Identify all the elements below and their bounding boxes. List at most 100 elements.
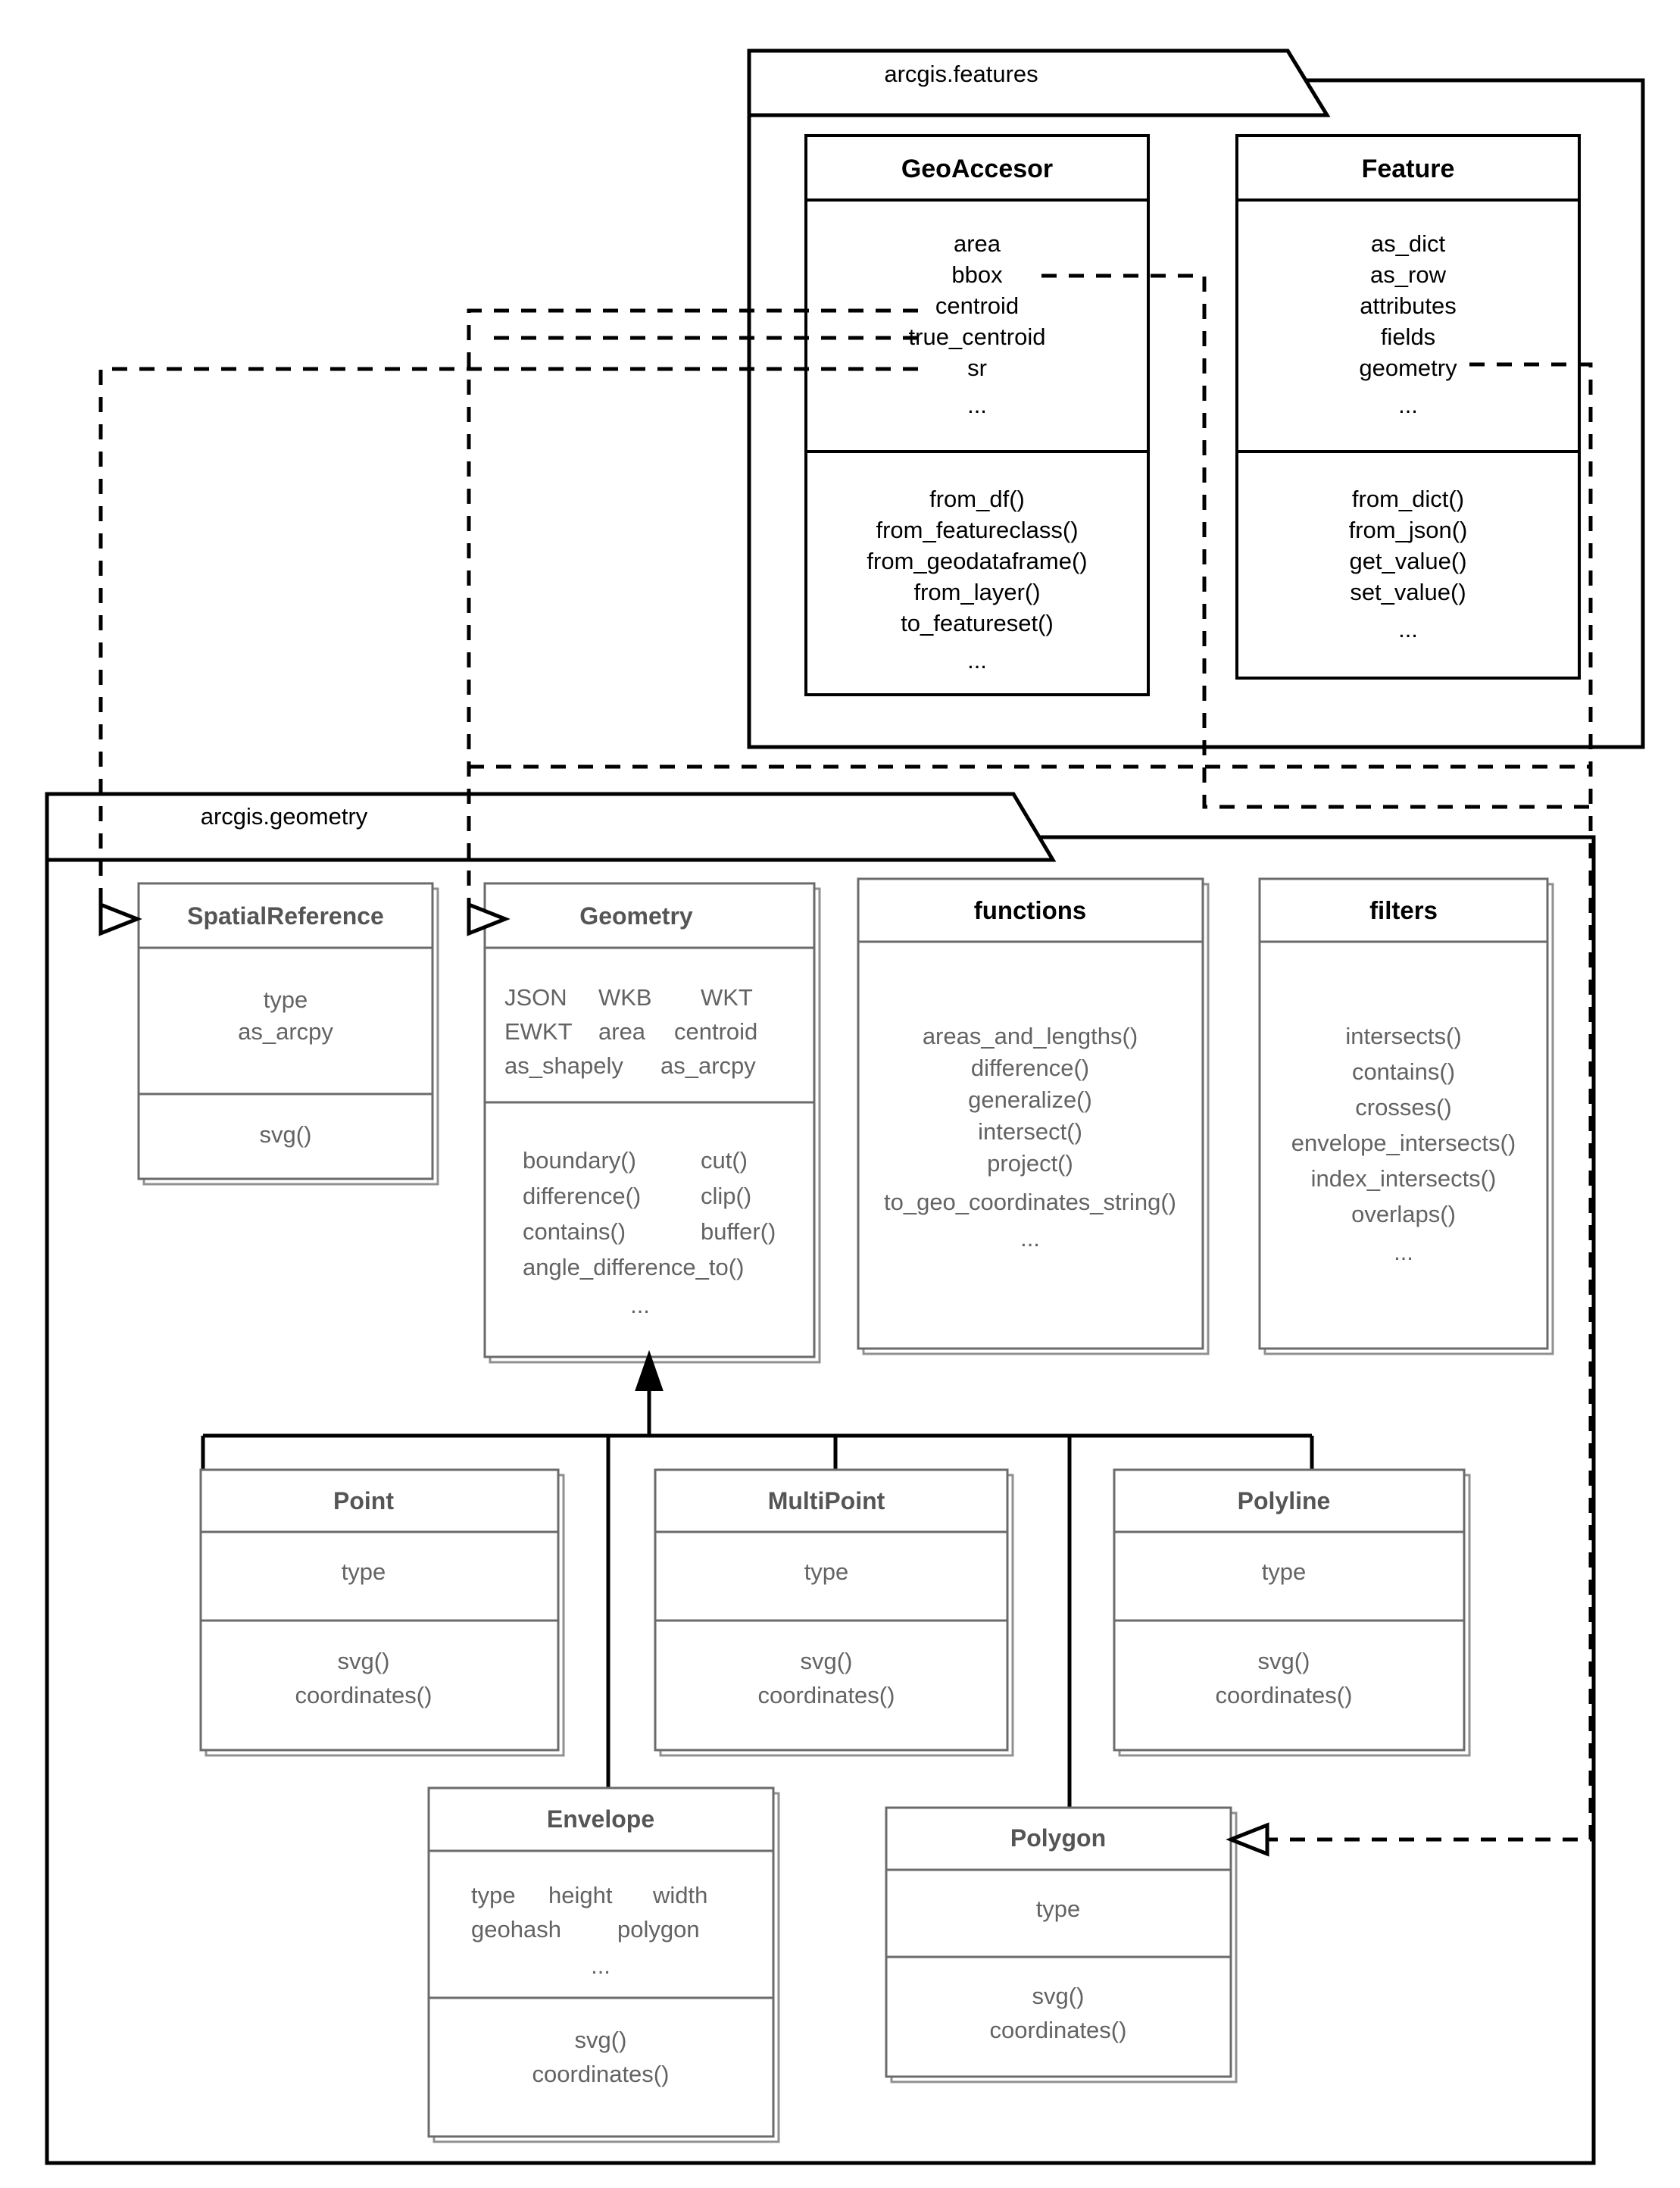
- geoaccesor-method-2: from_geodataframe(): [867, 548, 1087, 574]
- feature-attr-2: attributes: [1360, 292, 1457, 319]
- geometry-frame: [483, 882, 816, 1358]
- polyline-attr-0: type: [1262, 1558, 1307, 1585]
- filters-method-2: crosses(): [1355, 1094, 1451, 1121]
- polygon-method-0: svg(): [1032, 1983, 1085, 2009]
- feature-attr-4: geometry: [1359, 355, 1457, 381]
- filters-method-0: intersects(): [1345, 1023, 1461, 1049]
- class-point[interactable]: Point type svg() coordinates(): [199, 1468, 565, 1757]
- generalization-arrowhead-icon: [635, 1349, 664, 1391]
- envelope-method-1: coordinates(): [532, 2061, 670, 2087]
- functions-method-4: project(): [987, 1150, 1073, 1177]
- point-frame: [199, 1468, 560, 1752]
- spatialreference-frame: [137, 882, 434, 1180]
- class-polygon[interactable]: Polygon type svg() coordinates(): [885, 1806, 1238, 2083]
- class-envelope[interactable]: Envelope type height width geohash polyg…: [427, 1786, 780, 2143]
- geometry-attr-r1c1: area: [598, 1018, 646, 1045]
- feature-attr-3: fields: [1381, 324, 1435, 350]
- functions-method-0: areas_and_lengths(): [923, 1023, 1138, 1049]
- polyline-frame: [1113, 1468, 1466, 1752]
- class-polyline[interactable]: Polyline type svg() coordinates(): [1113, 1468, 1471, 1757]
- feature-method-3: set_value(): [1350, 579, 1466, 605]
- point-attr-0: type: [342, 1558, 386, 1585]
- geoaccesor-method-5: ...: [967, 647, 987, 674]
- point-method-0: svg(): [338, 1648, 390, 1674]
- geometry-method-r1c0: difference(): [523, 1183, 641, 1209]
- class-spatialreference[interactable]: SpatialReference type as_arcpy svg(): [137, 882, 439, 1186]
- feature-method-2: get_value(): [1349, 548, 1466, 574]
- polygon-attr-0: type: [1036, 1896, 1081, 1922]
- geometry-attr-r1c2: centroid: [674, 1018, 757, 1045]
- geometry-attr-r0c0: JSON: [504, 984, 567, 1011]
- feature-attr-5: ...: [1398, 392, 1418, 418]
- polyline-method-0: svg(): [1258, 1648, 1310, 1674]
- feature-attr-1: as_row: [1370, 261, 1447, 288]
- package-features-tab-overlay: [747, 48, 1331, 117]
- polygon-method-1: coordinates(): [990, 2017, 1127, 2043]
- functions-frame: [857, 877, 1204, 1350]
- envelope-attr-r0c1: height: [548, 1882, 613, 1908]
- multipoint-title: MultiPoint: [768, 1487, 885, 1514]
- multipoint-method-1: coordinates(): [758, 1682, 895, 1708]
- class-multipoint[interactable]: MultiPoint type svg() coordinates(): [654, 1468, 1014, 1757]
- feature-frame: [1235, 134, 1581, 680]
- package-geometry-label: arcgis.geometry: [201, 803, 368, 830]
- geometry-method-r1c1: clip(): [701, 1183, 751, 1209]
- geoaccesor-attr-1: bbox: [951, 261, 1003, 288]
- polyline-title: Polyline: [1238, 1487, 1331, 1514]
- functions-method-1: difference(): [971, 1055, 1089, 1081]
- functions-method-3: intersect(): [978, 1118, 1082, 1145]
- class-filters[interactable]: filters intersects() contains() crosses(…: [1258, 877, 1554, 1355]
- filters-frame: [1258, 877, 1549, 1350]
- spatialreference-title: SpatialReference: [187, 902, 384, 930]
- geoaccesor-attr-5: ...: [967, 392, 987, 418]
- geometry-attr-r1c0: EWKT: [504, 1018, 573, 1045]
- class-feature[interactable]: Feature as_dict as_row attributes fields…: [1235, 134, 1581, 680]
- spatialreference-attr-0: type: [264, 986, 308, 1013]
- multipoint-attr-0: type: [804, 1558, 849, 1585]
- envelope-frame: [427, 1786, 775, 2138]
- geometry-attr-r0c2: WKT: [701, 984, 753, 1011]
- geometry-attr-r2c0: as_shapely: [504, 1052, 623, 1079]
- filters-method-1: contains(): [1352, 1058, 1455, 1085]
- dependency-bbox-to-polygon: [1041, 274, 1591, 809]
- point-method-1: coordinates(): [295, 1682, 432, 1708]
- geoaccesor-method-0: from_df(): [929, 486, 1025, 512]
- envelope-title: Envelope: [547, 1805, 654, 1833]
- class-functions[interactable]: functions areas_and_lengths() difference…: [857, 877, 1210, 1355]
- dependency-centroid-arrowhead-icon: [467, 902, 511, 936]
- functions-method-5: to_geo_coordinates_string(): [884, 1189, 1176, 1215]
- filters-title: filters: [1369, 896, 1438, 924]
- envelope-attr-r0c0: type: [471, 1882, 516, 1908]
- feature-attr-0: as_dict: [1371, 230, 1446, 257]
- dependency-sr-to-spatialreference: [98, 367, 918, 936]
- functions-method-6: ...: [1020, 1225, 1040, 1252]
- dependency-geometry-to-polygon: [1226, 362, 1593, 1857]
- geoaccesor-attr-3: true_centroid: [909, 324, 1046, 350]
- envelope-attr-r0c2: width: [652, 1882, 707, 1908]
- geoaccesor-method-4: to_featureset(): [901, 610, 1054, 636]
- class-geoaccesor[interactable]: GeoAccesor area bbox centroid true_centr…: [804, 134, 1150, 696]
- polyline-method-1: coordinates(): [1216, 1682, 1353, 1708]
- dependency-bbox-path: [1041, 274, 1591, 809]
- filters-method-5: overlaps(): [1351, 1201, 1456, 1227]
- filters-method-3: envelope_intersects(): [1291, 1130, 1516, 1156]
- feature-method-0: from_dict(): [1352, 486, 1464, 512]
- envelope-method-0: svg(): [575, 2027, 627, 2053]
- class-geometry[interactable]: Geometry JSON WKB WKT EWKT area centroid…: [483, 882, 821, 1364]
- package-geometry-tab: [45, 792, 1057, 862]
- filters-method-4: index_intersects(): [1311, 1165, 1497, 1192]
- point-title: Point: [333, 1487, 394, 1514]
- dependency-geometry-path: [1267, 362, 1593, 1842]
- geometry-method-r0c0: boundary(): [523, 1147, 636, 1174]
- envelope-attr-r1c0: geohash: [471, 1916, 561, 1943]
- polygon-frame: [885, 1806, 1232, 2078]
- geometry-method-r3c0: angle_difference_to(): [523, 1254, 744, 1280]
- generalization-bus: [201, 1349, 1314, 1808]
- geoaccesor-method-1: from_featureclass(): [876, 517, 1078, 543]
- dependency-sr-path: [98, 367, 918, 919]
- envelope-attr-ellipsis: ...: [591, 1952, 610, 1979]
- geoaccesor-attr-0: area: [954, 230, 1001, 257]
- geoaccesor-attr-2: centroid: [935, 292, 1019, 319]
- filters-method-6: ...: [1394, 1239, 1413, 1265]
